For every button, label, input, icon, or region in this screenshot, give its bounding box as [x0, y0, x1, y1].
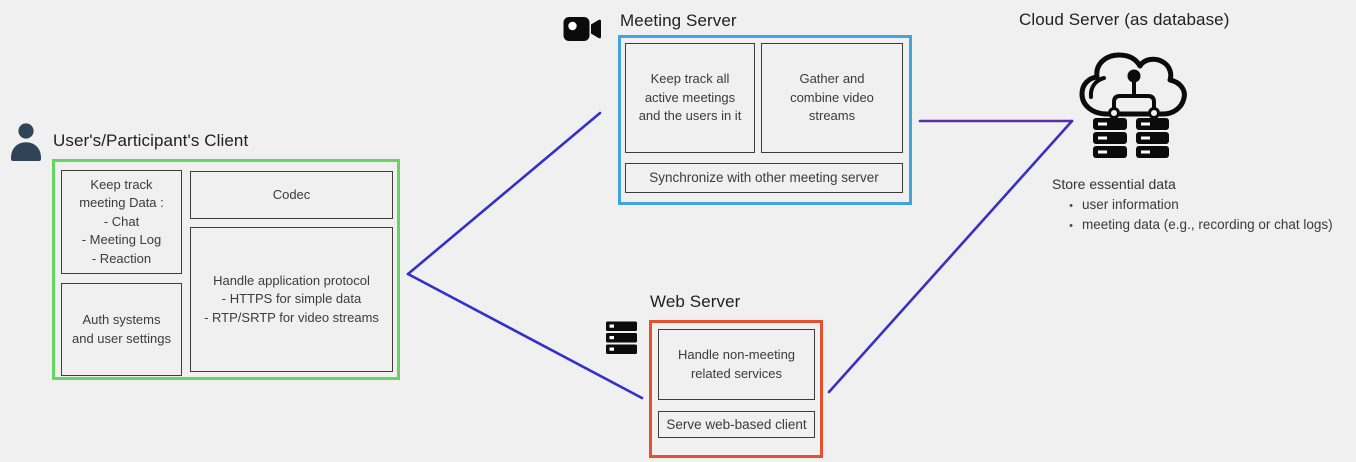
client-title: User's/Participant's Client [53, 131, 249, 150]
video-camera-icon [563, 17, 601, 41]
meeting-gather-box: Gather and combine video streams [761, 43, 903, 153]
meeting-server-title: Meeting Server [620, 11, 737, 30]
connector-web-server-cloud [827, 119, 1074, 394]
connector-client-web-server [406, 272, 644, 400]
client-auth-box: Auth systems and user settings [61, 283, 182, 376]
connector-client-meeting-server [406, 111, 602, 276]
web-server-panel [649, 320, 823, 458]
bullet-dot-icon: • [1069, 200, 1073, 212]
person-icon [11, 123, 41, 161]
web-server-title: Web Server [650, 292, 741, 311]
cloud-server-title: Cloud Server (as database) [1019, 10, 1230, 29]
cloud-bullet-list: • user information • meeting data (e.g.,… [1060, 197, 1333, 237]
cloud-caption: Store essential data [1052, 176, 1176, 192]
cloud-bullet-text: user information [1082, 197, 1179, 212]
meeting-sync-box: Synchronize with other meeting server [625, 163, 903, 193]
client-keep-track-box: Keep track meeting Data : - Chat - Meeti… [61, 170, 182, 274]
meeting-track-box: Keep track all active meetings and the u… [625, 43, 755, 153]
bullet-dot-icon: • [1069, 220, 1073, 232]
client-protocol-box: Handle application protocol - HTTPS for … [190, 227, 393, 372]
cloud-bullet-meeting-data: • meeting data (e.g., recording or chat … [1060, 217, 1333, 237]
cloud-server-icon [1079, 52, 1187, 158]
cloud-bullet-text: meeting data (e.g., recording or chat lo… [1082, 217, 1333, 232]
client-codec-box: Codec [190, 171, 393, 219]
web-non-meeting-box: Handle non-meeting related services [658, 329, 815, 400]
cloud-bullet-user-info: • user information [1060, 197, 1333, 217]
meeting-server-panel [618, 35, 912, 205]
web-serve-client-box: Serve web-based client [658, 411, 815, 438]
client-panel [52, 159, 400, 380]
server-rack-icon [606, 321, 637, 354]
